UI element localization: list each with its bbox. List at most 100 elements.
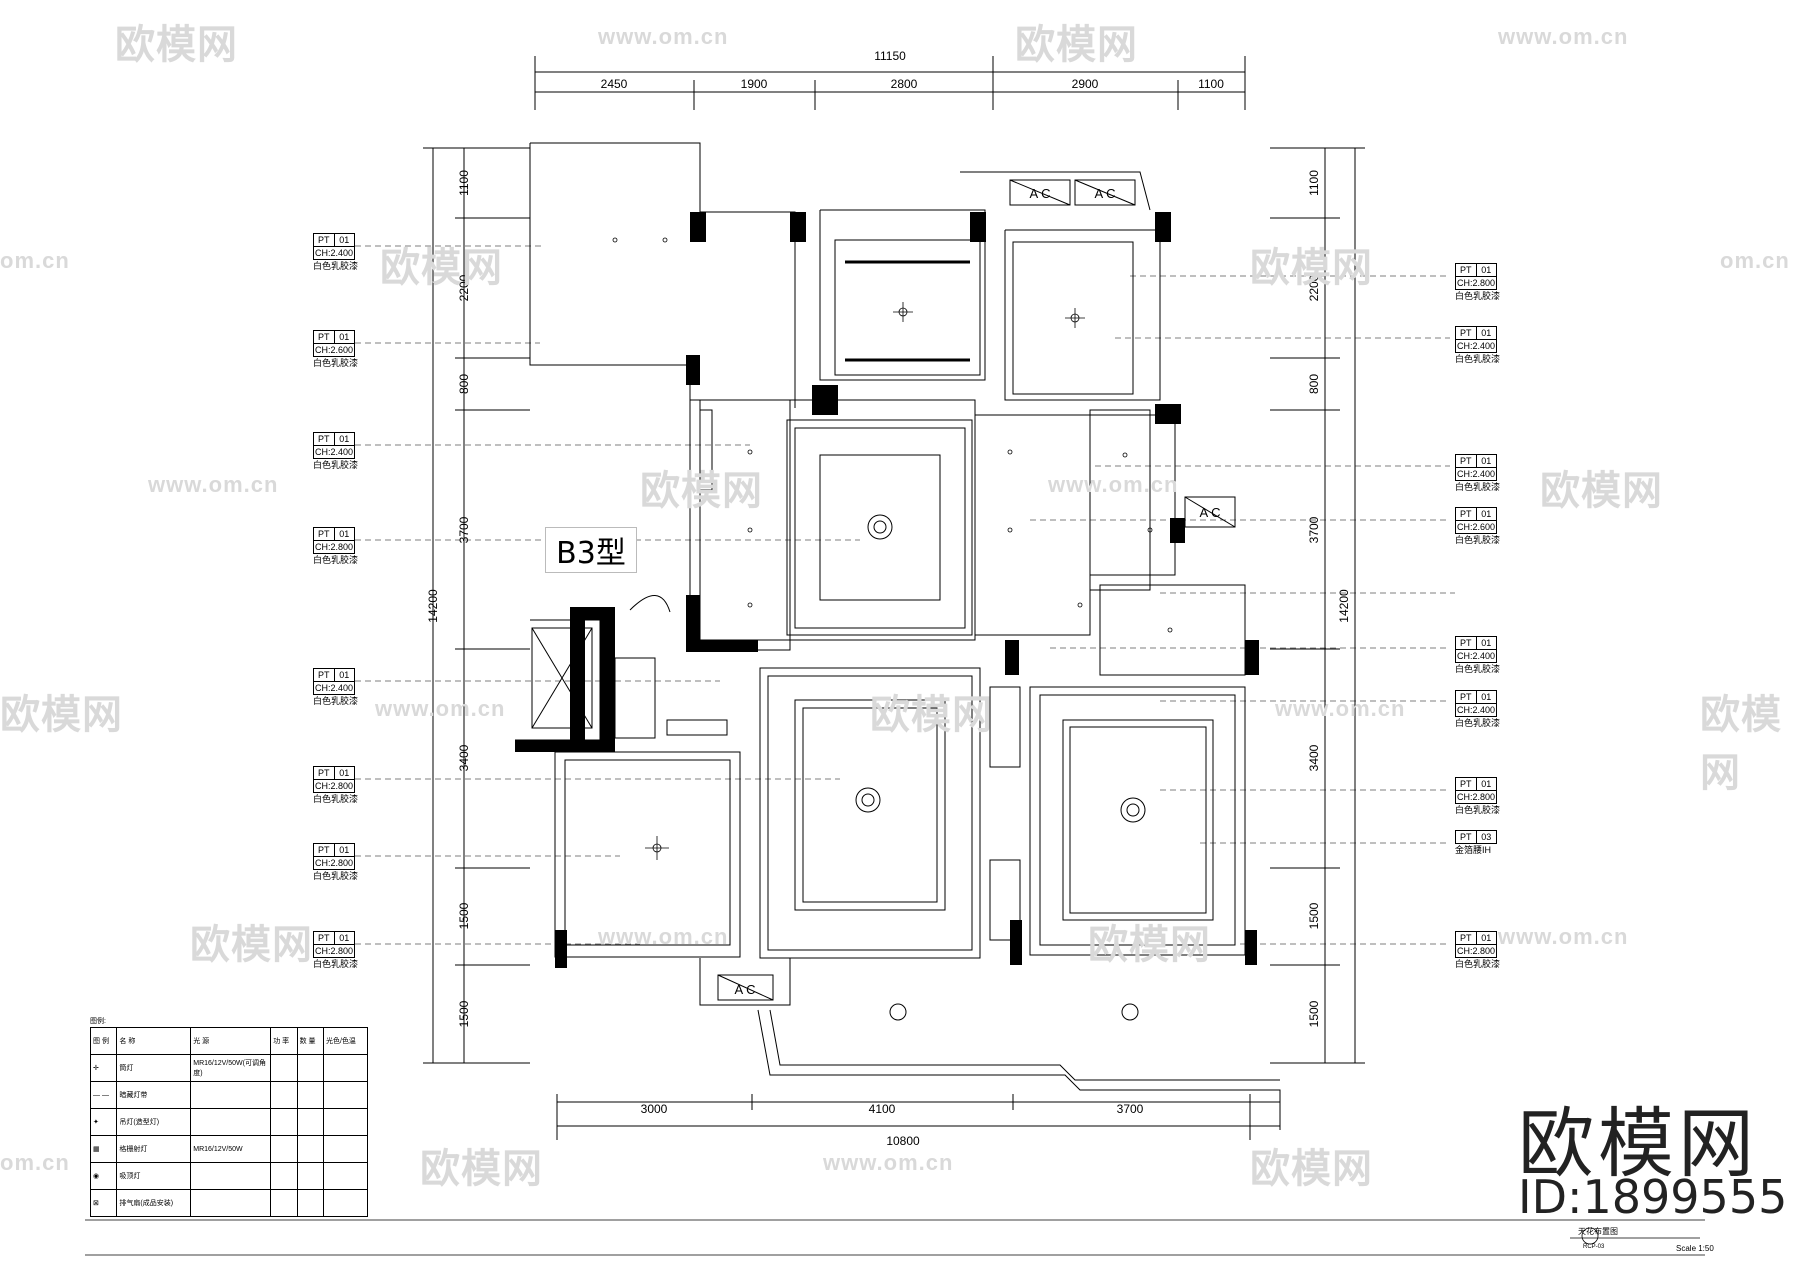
dim-left-6: 1500 — [457, 902, 471, 929]
watermark-logo: 欧模网 — [420, 1146, 543, 1192]
legend-header-row: 图 例 名 称 光 源 功 率 数 量 光色/色温 — [89, 1027, 369, 1055]
watermark-logo: 欧模网 — [640, 468, 763, 514]
grille-spotlight-icon: ▦ — [89, 1135, 118, 1163]
watermark-logo: 欧模网 — [115, 22, 238, 68]
watermark-logo: 欧模网 — [0, 692, 123, 738]
drawing-scale: Scale 1:50 — [1676, 1244, 1714, 1253]
dim-top-2: 1900 — [741, 77, 768, 91]
legend-header: 功 率 — [270, 1027, 298, 1055]
dim-top-5: 1100 — [1198, 77, 1224, 91]
dim-bottom-3: 3700 — [1117, 1102, 1144, 1116]
watermark-logo: 欧模网 — [1015, 22, 1138, 68]
legend-header: 光色/色温 — [322, 1027, 369, 1055]
legend-row: ✦ 吊灯(造型灯) — [89, 1108, 369, 1136]
dim-right-6: 1500 — [1307, 902, 1321, 929]
legend-row: ▦ 格栅射灯 MR16/12V/50W — [89, 1135, 369, 1163]
legend-header: 名 称 — [116, 1027, 192, 1055]
watermark-url: www.om.cn — [1498, 24, 1629, 49]
legend-row: ⊠ 排气扇(成品安装) — [89, 1189, 369, 1217]
dim-left-4: 3700 — [457, 516, 471, 543]
dim-right-3: 800 — [1307, 374, 1321, 394]
legend-header: 图 例 — [89, 1027, 118, 1055]
watermark-logo: 欧模网 — [1088, 922, 1211, 968]
dim-top-4: 2900 — [1072, 77, 1099, 91]
brand-logo-text: 欧模网 — [1518, 1099, 1758, 1188]
drawing-title: 天花布置图 — [1578, 1227, 1618, 1236]
plan-type-label: B3型 — [545, 527, 637, 573]
watermark-url: www.om.cn — [375, 696, 506, 721]
watermark-url: www.om.cn — [598, 24, 729, 49]
ac-label: A C — [735, 982, 756, 997]
dim-bottom-1: 3000 — [641, 1102, 668, 1116]
brand-id: ID:1899555 — [1518, 1170, 1788, 1224]
exhaust-fan-icon: ⊠ — [89, 1189, 118, 1217]
watermark-url: www.om.cn — [148, 472, 279, 497]
watermark-logo: 欧模网 — [870, 692, 993, 738]
watermark-logo: 欧模网 — [380, 245, 503, 291]
ceiling-light-icon: ◉ — [89, 1162, 118, 1190]
legend-header: 光 源 — [190, 1027, 272, 1055]
watermark-logo: 欧模网 — [1250, 1146, 1373, 1192]
watermark-url: www.om.cn — [1498, 924, 1629, 949]
watermark-url: om.cn — [1720, 248, 1790, 273]
dim-bottom-2: 4100 — [869, 1102, 896, 1116]
dim-left-3: 800 — [457, 374, 471, 394]
watermark-url: www.om.cn — [823, 1150, 954, 1175]
strip-light-icon: — — — [89, 1081, 118, 1109]
downlight-icon: ✛ — [89, 1054, 118, 1082]
legend-title: 图例: — [90, 1018, 106, 1025]
dim-right-1: 1100 — [1307, 170, 1321, 196]
sheet-code: RCP-03 — [1583, 1244, 1605, 1250]
legend-header: 数 量 — [296, 1027, 324, 1055]
ac-label: A C — [1030, 186, 1051, 201]
dim-left-5: 3400 — [457, 744, 471, 771]
watermark-url: www.om.cn — [1048, 472, 1179, 497]
watermark-logo: 欧模网 — [1540, 468, 1663, 514]
dim-top-total: 11150 — [874, 49, 906, 63]
watermark-url: om.cn — [0, 248, 70, 273]
dim-left-7: 1500 — [457, 1000, 471, 1027]
watermark-logo: 欧模网 — [1700, 692, 1782, 796]
watermark-logo: 欧模网 — [190, 922, 313, 968]
dim-right-5: 3400 — [1307, 744, 1321, 771]
watermark-url: www.om.cn — [1275, 696, 1406, 721]
dim-right-7: 1500 — [1307, 1000, 1321, 1027]
dim-left-1: 1100 — [457, 170, 471, 196]
watermark-url: www.om.cn — [598, 924, 729, 949]
legend-row: — — 暗藏灯带 — [89, 1081, 369, 1109]
dim-top-3: 2800 — [891, 77, 918, 91]
dim-left-2: 2200 — [457, 274, 471, 301]
dim-top-1: 2450 — [601, 77, 628, 91]
dim-right-4: 3700 — [1307, 516, 1321, 543]
watermark-url: om.cn — [0, 1150, 70, 1175]
dim-right-total: 14200 — [1337, 589, 1351, 623]
dim-bottom-total: 10800 — [886, 1134, 920, 1148]
pendant-light-icon: ✦ — [89, 1108, 118, 1136]
watermark-logo: 欧模网 — [1250, 245, 1373, 291]
dim-right-2: 2200 — [1307, 274, 1321, 301]
legend-row: ◉ 吸顶灯 — [89, 1162, 369, 1190]
legend-row: ✛ 筒灯 MR16/12V/50W(可调角度) — [89, 1054, 369, 1082]
ac-label: A C — [1095, 186, 1116, 201]
ac-label: A C — [1200, 505, 1221, 520]
lighting-legend-table: 图 例 名 称 光 源 功 率 数 量 光色/色温 ✛ 筒灯 MR16/12V/… — [89, 1027, 369, 1217]
dim-left-total: 14200 — [426, 589, 440, 623]
